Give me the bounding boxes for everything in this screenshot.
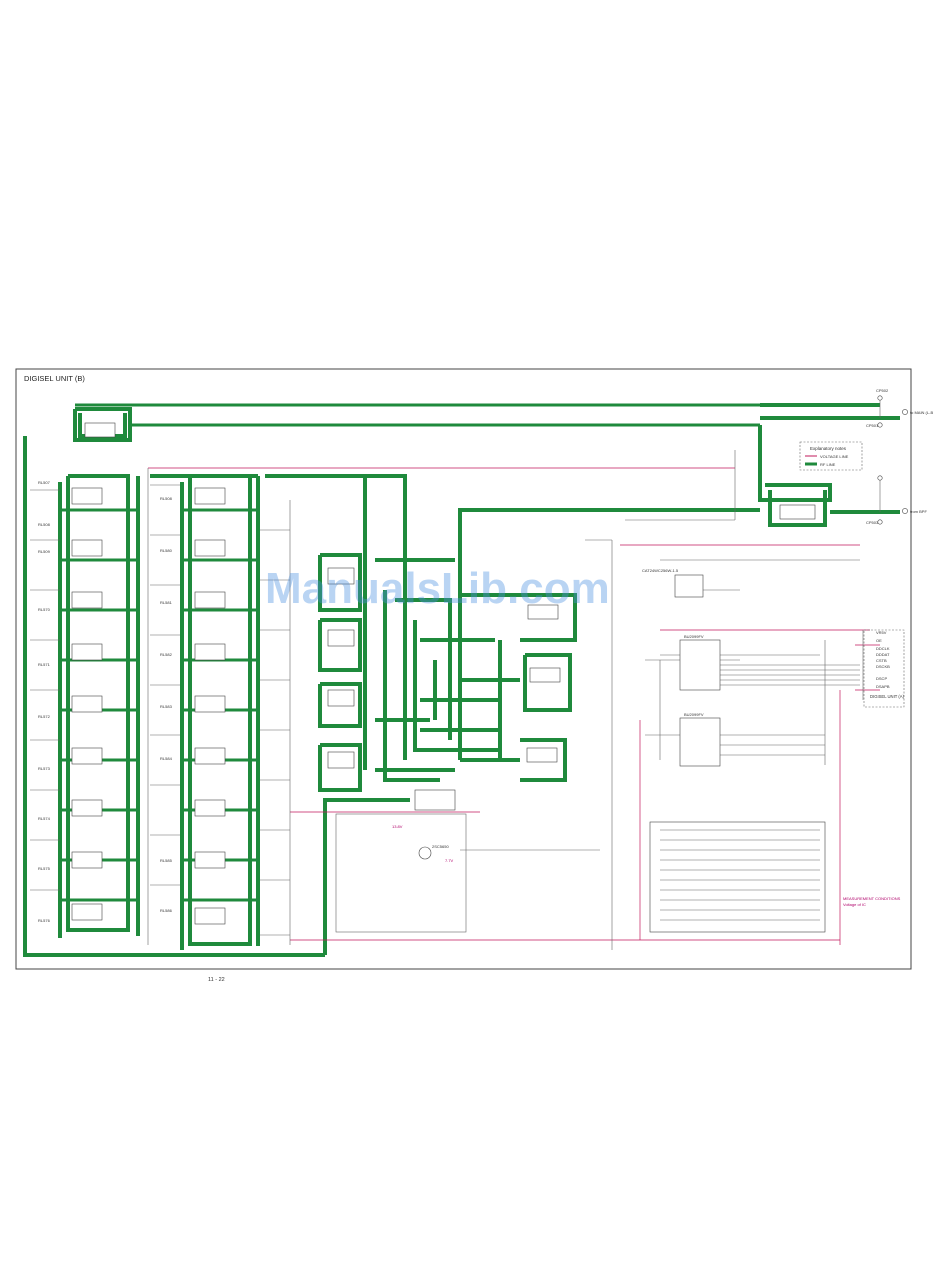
schematic-frame	[15, 368, 912, 970]
relay-label: RL570	[38, 607, 51, 612]
right-connectors: CP502 to MAIN (L-B CP501 from BPF CP503	[866, 388, 933, 525]
port-label: DDCLK	[876, 646, 890, 651]
legend-voltage-label: VOLTAGE LINE	[820, 454, 849, 459]
port-label: DSAPB	[876, 684, 890, 689]
measurement-heading: MEASUREMENT CONDITIONS	[843, 896, 901, 901]
watermark-text: ManualsLib.com	[265, 564, 610, 613]
relay-label: RL573	[38, 766, 51, 771]
to-main-label: to MAIN (L-B	[910, 410, 933, 415]
left-relay-labels: RL507 RL508 RL509 RL570 RL571 RL572 RL57…	[38, 480, 51, 923]
relay-label: RL585	[160, 858, 173, 863]
connector-cp501	[877, 422, 883, 428]
ic-labels: CAT24WC256W-1.5 BU2099FV BU2099FV 2SC565…	[432, 568, 704, 849]
port-label: VR5V	[876, 630, 887, 635]
relay-label: RL576	[38, 918, 51, 923]
legend-rf-label: RF LINE	[820, 462, 836, 467]
q701-label: 2SC5650	[432, 844, 449, 849]
relay-components	[71, 422, 816, 925]
port-label: DDDAT	[876, 652, 890, 657]
connector-j501	[902, 409, 908, 415]
relay-label: RL508	[160, 496, 173, 501]
measurement-freq: 7.7V	[445, 858, 454, 863]
connector-cp504	[877, 519, 883, 525]
port-label: CSTB	[876, 658, 887, 663]
voltage-lines	[148, 467, 880, 945]
relay-label: RL509	[38, 549, 51, 554]
relay-label: RL580	[160, 548, 173, 553]
ic802-label: BU2099FV	[684, 634, 704, 639]
port-label: DSCKB	[876, 664, 890, 669]
ic-chips	[418, 574, 721, 860]
ic803-label: BU2099FV	[684, 712, 704, 717]
page-number: 11 - 22	[208, 977, 225, 983]
relay-label: RL574	[38, 816, 51, 821]
cp501-label: CP501	[866, 423, 879, 428]
port-label: OE	[876, 638, 882, 643]
relay-label: RL572	[38, 714, 51, 719]
schematic-title: DIGISEL UNIT (B)	[24, 374, 85, 383]
connector-cp503	[877, 475, 883, 481]
relay-label: RL586	[160, 908, 173, 913]
ic801-label: CAT24WC256W-1.5	[642, 568, 679, 573]
relay-label: RL581	[160, 600, 173, 605]
port-label: DSCP	[876, 676, 887, 681]
digisel-a-label: DIGISEL UNIT (A)	[870, 694, 905, 699]
connector-j502	[902, 508, 908, 514]
relay-label: RL582	[160, 652, 173, 657]
port-labels: VR5V OE DDCLK DDDAT CSTB DSCKB DSCP DSAP…	[876, 630, 890, 689]
relay-label: RL571	[38, 662, 51, 667]
from-bpf-label: from BPF	[910, 509, 927, 514]
relay-label: RL508	[38, 522, 51, 527]
digisel-a-box: DIGISEL UNIT (A)	[863, 629, 905, 708]
measurement-notes: MEASUREMENT CONDITIONS Voltage of IC 13.…	[392, 824, 901, 907]
relay-label: RL583	[160, 704, 173, 709]
relay-label: RL507	[38, 480, 51, 485]
cp502-label: CP502	[876, 388, 889, 393]
legend-heading: Explanatory notes	[810, 446, 847, 451]
connector-cp502	[877, 395, 883, 401]
signal-wiring	[30, 400, 881, 950]
measurement-voltage: 13.8V	[392, 824, 403, 829]
middle-relay-labels: RL508 RL580 RL581 RL582 RL583 RL584 RL58…	[160, 496, 173, 913]
central-relay-matrix	[265, 474, 577, 955]
relay-label: RL575	[38, 866, 51, 871]
legend-box: Explanatory notes VOLTAGE LINE RF LINE	[799, 441, 863, 471]
measurement-power: Voltage of IC	[843, 902, 866, 907]
cp503-label: CP503	[866, 520, 879, 525]
relay-label: RL584	[160, 756, 173, 761]
connector-strip	[649, 821, 826, 933]
